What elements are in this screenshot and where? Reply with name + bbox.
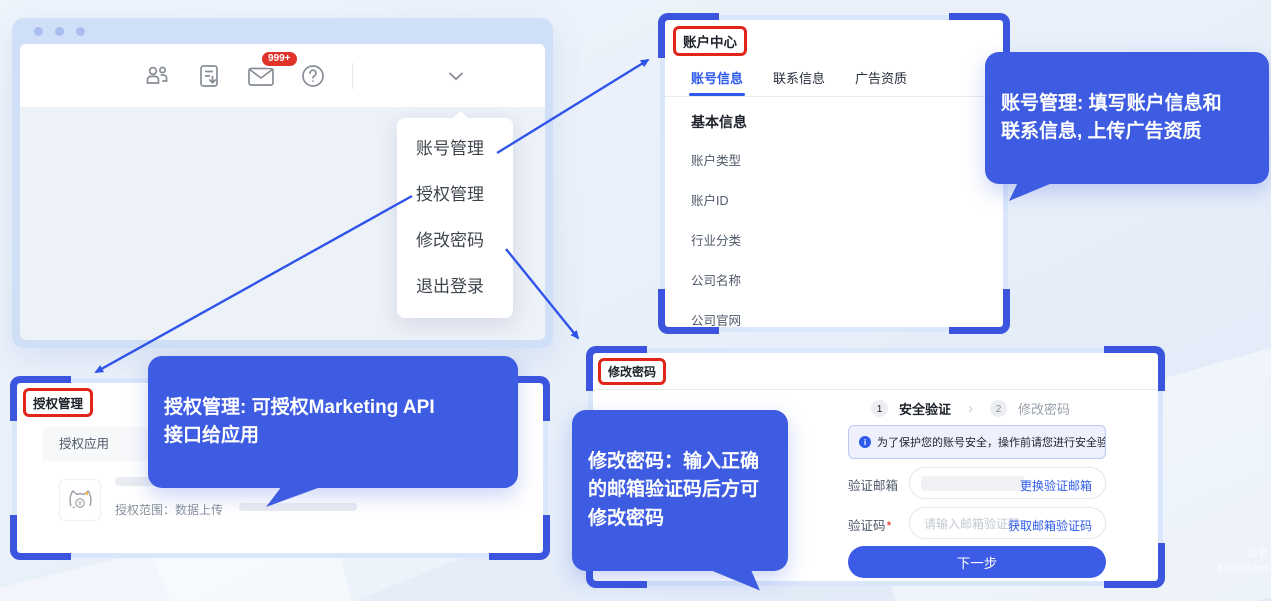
password-stepper: 1 安全验证 › 2 修改密码	[871, 399, 1070, 418]
callout-tail	[1009, 181, 1057, 201]
window-control-dot	[34, 27, 43, 36]
tab-ad-qualification[interactable]: 广告资质	[855, 68, 907, 96]
mail-icon[interactable]: 999+	[246, 49, 299, 91]
step-1-circle: 1	[871, 400, 888, 417]
redacted-email-value	[921, 476, 1025, 491]
verify-email-field[interactable]: 更换验证邮箱	[909, 467, 1106, 499]
watermark: 巨宣 juxuan.net	[1178, 548, 1268, 575]
corner-bracket	[1104, 346, 1165, 391]
field-label-account-type: 账户类型	[691, 154, 742, 168]
security-notice-text: 为了保护您的账号安全，操作前请您进行安全验证	[877, 437, 1106, 449]
callout-text: 修改密码：输入正确 的邮箱验证码后方可 修改密码	[588, 450, 760, 529]
code-label-text: 验证码	[848, 519, 886, 533]
email-field-label: 验证邮箱	[848, 479, 899, 493]
tabs-divider	[665, 96, 1003, 97]
notification-badge: 999+	[260, 49, 299, 68]
account-dropdown-menu: 账号管理 授权管理 修改密码 退出登录	[397, 110, 513, 318]
callout-text: 授权管理: 可授权Marketing API 接口给应用	[164, 396, 435, 447]
corner-bracket	[658, 289, 719, 334]
callout-change-password: 修改密码：输入正确 的邮箱验证码后方可 修改密码	[572, 410, 788, 591]
step-1-label: 安全验证	[899, 402, 952, 417]
corner-bracket	[658, 13, 719, 58]
corner-bracket	[10, 376, 71, 421]
app-logo-cat-icon	[59, 479, 101, 521]
toolbar-divider	[352, 62, 353, 89]
callout-authorization-management: 授权管理: 可授权Marketing API 接口给应用	[148, 356, 518, 507]
highlight-box-change-password: 修改密码	[598, 358, 667, 385]
authorization-scope-text: 授权范围：数据上传	[115, 503, 224, 517]
change-email-link[interactable]: 更换验证邮箱	[1019, 479, 1092, 493]
title-divider	[593, 389, 1158, 390]
section-title-basic-info: 基本信息	[691, 114, 747, 130]
tab-label: 账号信息	[691, 71, 744, 86]
top-toolbar: 999+	[20, 44, 545, 108]
window-control-dot	[76, 27, 85, 36]
menu-item-change-password[interactable]: 修改密码	[416, 231, 484, 250]
verification-code-input[interactable]	[914, 510, 1036, 538]
corner-bracket	[1104, 543, 1165, 588]
help-icon[interactable]	[298, 61, 328, 91]
next-step-button[interactable]: 下一步	[848, 546, 1106, 578]
window-titlebar	[12, 18, 553, 44]
get-code-link[interactable]: 获取邮箱验证码	[1007, 519, 1092, 533]
verification-code-field[interactable]: 获取邮箱验证码	[909, 507, 1106, 539]
report-download-icon[interactable]	[194, 61, 224, 91]
tab-label: 联系信息	[773, 71, 826, 86]
step-2-label: 修改密码	[1018, 402, 1071, 417]
highlight-box-account-center: 账户中心	[673, 26, 747, 56]
chevron-down-icon[interactable]	[441, 61, 471, 91]
corner-bracket	[586, 346, 647, 391]
tab-contact-info[interactable]: 联系信息	[773, 68, 825, 96]
step-separator-icon: ›	[968, 400, 974, 417]
corner-bracket	[949, 289, 1010, 334]
corner-bracket	[489, 376, 550, 421]
account-tabs: 账号信息 联系信息 广告资质	[689, 68, 907, 96]
corner-bracket	[10, 515, 71, 560]
redacted-scope-extra	[239, 503, 357, 511]
corner-bracket	[949, 13, 1010, 58]
corner-bracket	[489, 515, 550, 560]
required-asterisk: *	[886, 519, 892, 533]
code-field-label: 验证码*	[848, 515, 891, 534]
members-icon[interactable]	[142, 61, 172, 91]
tab-account-info[interactable]: 账号信息	[689, 68, 746, 96]
info-icon: i	[859, 436, 871, 448]
tab-label: 广告资质	[855, 71, 908, 86]
callout-text: 账号管理: 填写账户信息和 联系信息, 上传广告资质	[1001, 92, 1222, 143]
menu-item-account-management[interactable]: 账号管理	[416, 139, 484, 158]
watermark-line2: juxuan.net	[1217, 562, 1268, 574]
field-label-company-name: 公司名称	[691, 274, 742, 288]
account-fields: 账户类型 账户ID 行业分类 公司名称 公司官网	[691, 150, 741, 329]
field-label-industry: 行业分类	[691, 234, 742, 248]
security-notice: i 为了保护您的账号安全，操作前请您进行安全验证	[848, 425, 1106, 459]
field-label-account-id: 账户ID	[691, 194, 729, 208]
window-control-dot	[55, 27, 64, 36]
step-2-circle: 2	[990, 400, 1008, 417]
field-label-company-site: 公司官网	[691, 314, 742, 328]
watermark-line1: 巨宣	[1248, 549, 1268, 560]
highlight-box-authorization: 授权管理	[23, 388, 94, 417]
menu-item-logout[interactable]: 退出登录	[416, 277, 484, 296]
callout-account-management: 账号管理: 填写账户信息和 联系信息, 上传广告资质	[985, 52, 1269, 201]
account-center-panel: 账户中心 账号信息 联系信息 广告资质 基本信息 账户类型 账户ID 行业分类 …	[658, 13, 1010, 334]
menu-item-authorization-management[interactable]: 授权管理	[416, 185, 484, 204]
active-tab-underline	[689, 93, 746, 96]
